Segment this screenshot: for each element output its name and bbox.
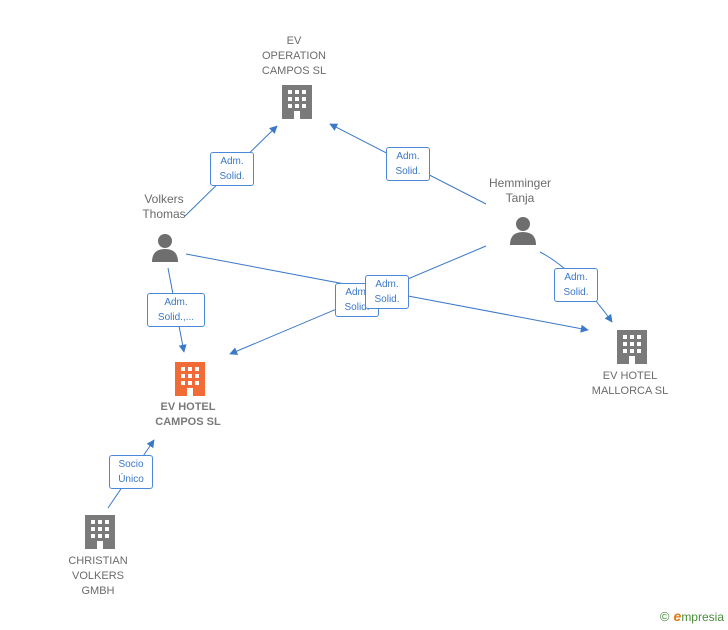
copyright-icon: © xyxy=(659,609,670,624)
building-icon-focus xyxy=(175,362,205,396)
person-icon xyxy=(152,234,178,262)
brand-name: mpresia xyxy=(681,610,724,624)
brand-logo: ©empresia xyxy=(660,608,724,624)
building-icon xyxy=(617,330,647,364)
node-ev-operation-label[interactable]: EV OPERATION CAMPOS SL xyxy=(261,35,327,77)
node-ev-hotel-campos-label[interactable]: EV HOTEL CAMPOS SL xyxy=(155,401,221,428)
building-icon xyxy=(282,85,312,119)
node-hemminger-tanja-label[interactable]: Hemminger Tanja xyxy=(488,176,551,205)
edge-label-hemminger-operation[interactable]: Adm. Solid. xyxy=(386,147,430,181)
node-christian-volkers-label[interactable]: CHRISTIAN VOLKERS GMBH xyxy=(68,555,128,597)
brand-initial: e xyxy=(673,608,682,624)
edge-label-hemminger-mallorca[interactable]: Adm. Solid. xyxy=(554,268,598,302)
building-icon xyxy=(85,515,115,549)
edge-label-volkers-operation[interactable]: Adm. Solid. xyxy=(210,152,254,186)
person-icon xyxy=(510,217,536,245)
node-ev-hotel-mallorca-label[interactable]: EV HOTEL MALLORCA SL xyxy=(591,370,669,397)
node-volkers-thomas-label[interactable]: Volkers Thomas xyxy=(142,192,186,221)
edge-label-hemminger-campos[interactable]: Adm. Solid. xyxy=(365,275,409,309)
edge-label-christian-campos[interactable]: Socio Único xyxy=(109,455,153,489)
edge-label-volkers-campos[interactable]: Adm. Solid.,... xyxy=(147,293,205,327)
